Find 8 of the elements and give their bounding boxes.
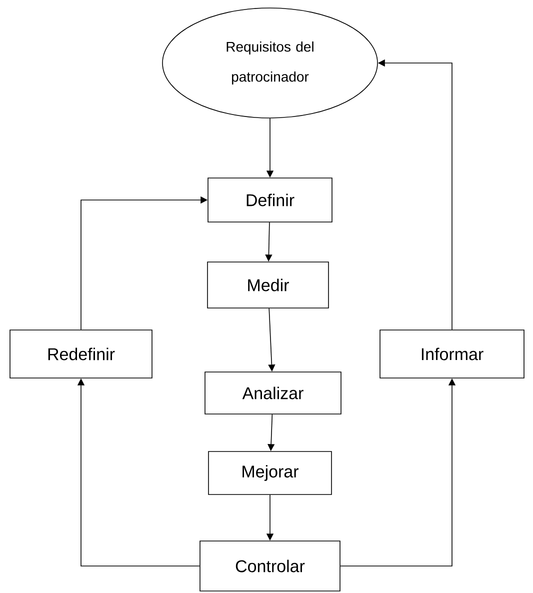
process-box: Definir [208, 178, 332, 222]
ellipse-node: Requisitos del patrocinador [162, 8, 378, 118]
process-box: Informar [380, 330, 524, 378]
process-box: Controlar [200, 540, 340, 592]
process-box: Medir [207, 262, 329, 308]
process-box: Analizar [204, 372, 342, 414]
process-box: Mejorar [208, 451, 332, 495]
process-box: Redefinir [10, 330, 152, 378]
